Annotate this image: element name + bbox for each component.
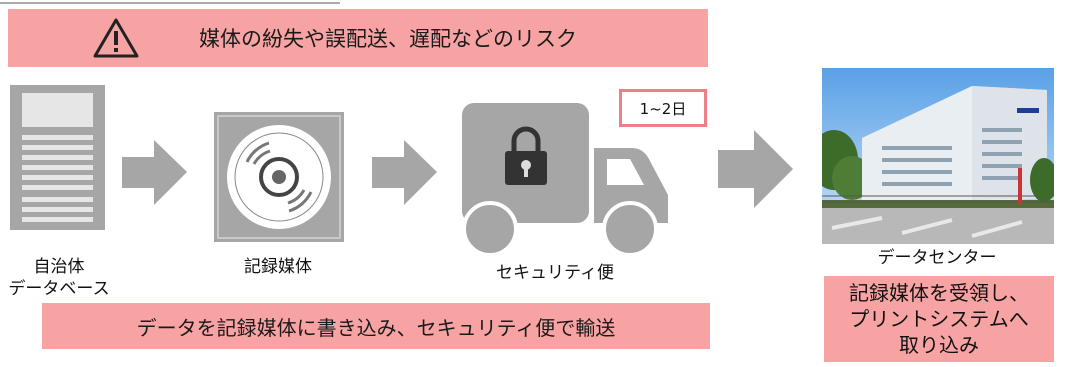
step-label-database: 自治体 データベース xyxy=(0,256,118,300)
risk-banner: 媒体の紛失や誤配送、遅配などのリスク xyxy=(8,9,708,67)
datacenter-note-line2: プリントシステムへ xyxy=(849,307,1029,331)
flow-arrow-1 xyxy=(122,140,187,205)
flow-arrow-2 xyxy=(372,140,437,205)
risk-banner-text: 媒体の紛失や誤配送、遅配などのリスク xyxy=(199,27,577,51)
datacenter-note-line1: 記録媒体を受領し、 xyxy=(849,281,1029,305)
datacenter-note: 記録媒体を受領し、 プリントシステムへ 取り込み xyxy=(824,276,1054,362)
disc-media-icon xyxy=(214,112,344,242)
locked-truck-icon xyxy=(462,103,672,258)
datacenter-note-line3: 取り込み xyxy=(899,333,979,357)
step-label-delivery: セキュリティ便 xyxy=(496,263,614,283)
top-caption-fragment xyxy=(0,0,360,6)
datacenter-photo xyxy=(822,68,1054,244)
server-rack-icon xyxy=(10,85,105,230)
transit-time-text: 1~2日 xyxy=(639,99,687,118)
step-label-datacenter: データセンター xyxy=(877,248,997,268)
flow-arrow-3 xyxy=(718,130,793,208)
step-label-media: 記録媒体 xyxy=(244,257,312,277)
process-banner-text: データを記録媒体に書き込み、セキュリティ便で輸送 xyxy=(136,315,616,340)
warning-icon xyxy=(93,17,139,59)
process-banner: データを記録媒体に書き込み、セキュリティ便で輸送 xyxy=(42,303,710,349)
transit-time-badge: 1~2日 xyxy=(619,89,707,127)
step-label-line1: 自治体 xyxy=(33,257,85,277)
step-label-line2: データベース xyxy=(8,279,110,299)
